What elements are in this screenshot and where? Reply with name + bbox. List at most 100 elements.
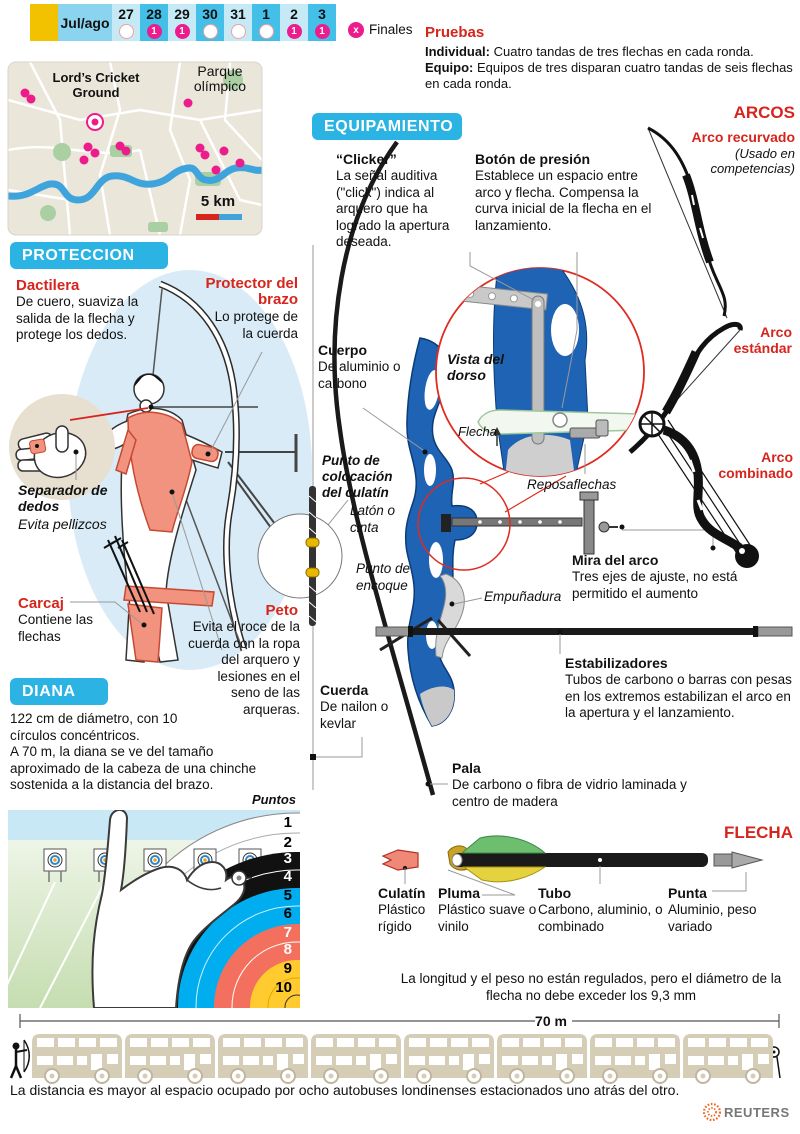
target-panel <box>8 810 300 1008</box>
thames-river <box>8 164 262 204</box>
arco-recurvado-note: (Usado en competencias) <box>710 146 795 176</box>
arco-recurvado-label: Arco recurvado <box>691 129 795 145</box>
calendar-day: 30 <box>196 4 224 41</box>
punta-text: Aluminio, peso variado <box>668 902 757 934</box>
pruebas-individual: Individual: Cuatro tandas de tres flecha… <box>425 44 754 59</box>
no-final-dot <box>202 24 218 39</box>
ring-score-5: 5 <box>283 887 292 904</box>
boton-title: Botón de presión <box>475 151 591 167</box>
calendar-day: 28 1 <box>140 4 168 41</box>
bow-grip <box>435 573 465 659</box>
reposaflechas-label: Reposaflechas <box>527 477 617 492</box>
ring-score-6: 6 <box>283 905 292 922</box>
diana-text2: A 70 m, la diana se ve del tamaño aproxi… <box>10 744 257 792</box>
pala-title: Pala <box>452 760 481 776</box>
pluma-text: Plástico suave o vinilo <box>438 902 537 934</box>
lords-marker <box>86 113 104 131</box>
arco-estandar-label: Arco estándar <box>733 324 792 356</box>
ring-score-2: 2 <box>283 834 292 851</box>
ring-score-3: 3 <box>283 850 292 867</box>
ring-score-1: 1 <box>283 814 292 831</box>
flecha-title: FLECHA <box>724 823 793 842</box>
ring-score-9: 9 <box>283 960 292 977</box>
calendar-day: 31 <box>224 4 252 41</box>
pruebas-equipo: Equipo: Equipos de tres disparan cuatro … <box>425 60 793 91</box>
final-dot: 1 <box>174 24 190 39</box>
arcos-title: ARCOS <box>733 103 795 122</box>
map-venue-label: Lord’s Cricket Ground <box>52 70 140 100</box>
final-dot: 1 <box>314 24 330 39</box>
flecha-note: La longitud y el peso no están regulados… <box>400 971 782 1003</box>
clicker-blade <box>531 295 545 445</box>
arrow-fletching-yellow <box>462 866 547 883</box>
cuerpo-title: Cuerpo <box>318 342 367 358</box>
nock-band-lower <box>305 567 320 578</box>
boton-text: Establece un espacio entre arco y flecha… <box>475 168 652 233</box>
carcaj-text: Contiene las flechas <box>18 612 94 644</box>
finales-icon: x <box>348 22 364 39</box>
map-scale-label: 5 km <box>200 193 236 210</box>
empunadura-label: Empuñadura <box>484 589 562 604</box>
recurve-bow-silhouette <box>647 126 728 319</box>
arrow-point-collar <box>713 853 733 867</box>
culatin-text: Plástico rígido <box>378 902 426 934</box>
reuters-wordmark: REUTERS <box>724 1105 790 1120</box>
arrow-shaft <box>452 853 708 867</box>
calendar-day: 2 1 <box>280 4 308 41</box>
diana-header: DIANA <box>10 678 108 705</box>
london-map <box>8 62 262 235</box>
mira-title: Mira del arco <box>572 552 659 568</box>
archer-illustration <box>9 270 317 670</box>
nocking-point-inset <box>257 513 343 599</box>
archery-pictogram <box>30 4 58 41</box>
dactilera-text: De cuero, suaviza la salida de la flecha… <box>16 294 139 342</box>
equipamiento-header: EQUIPAMIENTO <box>312 113 462 140</box>
dactilera-leader <box>69 407 149 421</box>
no-final-dot <box>230 24 246 39</box>
carcaj-title: Carcaj <box>18 595 64 612</box>
tubo-title: Tubo <box>538 885 572 901</box>
separador-title: Separador de dedos <box>18 482 108 514</box>
hand-holding-pin <box>91 810 246 1008</box>
diana-text1: 122 cm de diámetro, con 10 círculos conc… <box>10 711 178 743</box>
stabilizers <box>375 616 793 657</box>
puntos-label: Puntos <box>251 792 296 807</box>
distance-scale <box>19 1014 780 1028</box>
venue-dots <box>20 88 245 175</box>
estabilizadores-text: Tubos de carbono o barras con pesas en l… <box>565 672 792 720</box>
cuerda-text: De nailon o kevlar <box>320 699 389 731</box>
mira-text: Tres ejes de ajuste, no está permitido e… <box>572 569 738 601</box>
peto-title: Peto <box>265 602 298 619</box>
bow-diagram <box>257 140 793 796</box>
vista-dorso-label: Vista del dorso <box>447 351 505 383</box>
estabilizadores-title: Estabilizadores <box>565 655 668 671</box>
culatin-title: Culatín <box>378 885 426 901</box>
distance-label: 70 m <box>535 1013 567 1029</box>
arrow-point <box>731 851 764 869</box>
arco-combinado-label: Arco combinado <box>718 449 793 481</box>
arrow-nock <box>381 849 419 871</box>
protector-title: Protector del brazo <box>205 275 298 308</box>
final-dot: 1 <box>286 24 302 39</box>
archer-silhouette-small <box>9 1039 30 1079</box>
pala-text: De carbono o fibra de vidrio laminada y … <box>452 777 687 809</box>
cuerpo-text: De aluminio o carbono <box>318 359 401 391</box>
distance-caption: La distancia es mayor al espacio ocupado… <box>10 1082 680 1098</box>
nock-band-upper <box>305 537 320 548</box>
arrow-fletching-green <box>460 835 547 854</box>
buses-row <box>31 1033 774 1084</box>
no-final-dot <box>258 24 274 39</box>
calendar-bar: Jul/ago 27 28 1 29 1 30 31 1 2 1 3 1 <box>30 4 336 41</box>
ring-score-7: 7 <box>283 924 292 941</box>
compound-bow-silhouette <box>638 410 759 568</box>
bow-limb <box>332 140 436 796</box>
pluma-title: Pluma <box>438 885 481 901</box>
separador-text: Evita pellizcos <box>18 516 107 532</box>
punta-title: Punta <box>668 885 707 901</box>
protector-text: Lo protege de la cuerda <box>214 309 298 341</box>
punto-encoque-label: Punto de encoque <box>356 561 411 593</box>
pruebas-title: Pruebas <box>425 24 485 41</box>
calendar-day: 3 1 <box>308 4 336 41</box>
calendar-day: 1 <box>252 4 280 41</box>
